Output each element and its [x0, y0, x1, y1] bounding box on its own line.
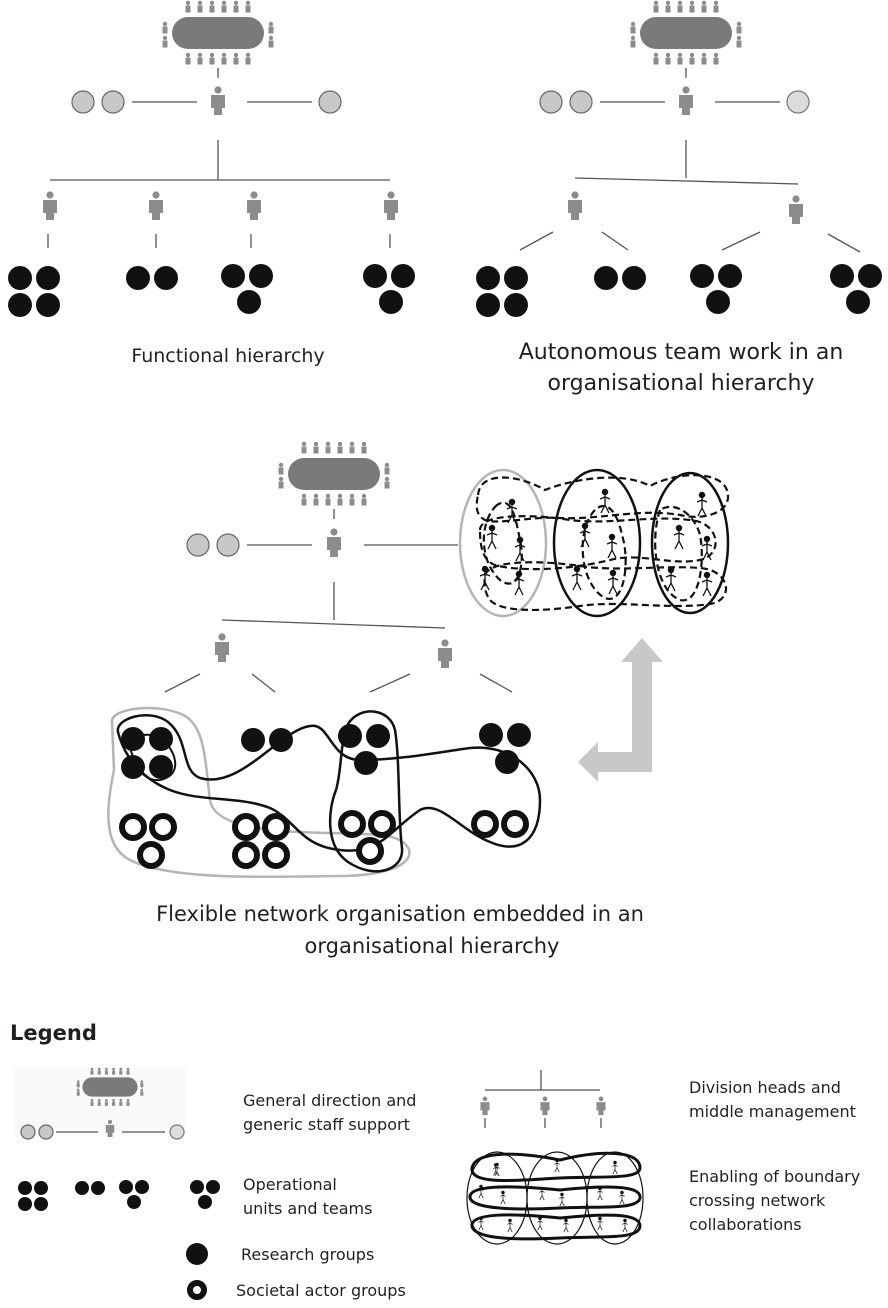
division-head-icon — [149, 191, 163, 220]
division-head-icon — [384, 191, 398, 220]
staff-circle-icon — [318, 90, 342, 114]
boundary-crossing-network — [458, 468, 730, 618]
flexible-caption-line2: organisational hierarchy — [305, 934, 560, 958]
societal-actor-groups-cluster — [119, 810, 529, 869]
legend-division-heads-icon — [480, 1070, 606, 1128]
stick-figure-icon — [673, 524, 685, 550]
legend-operational-line1: Operational — [243, 1175, 337, 1194]
legend: Legend General direction and generic sta… — [10, 1021, 860, 1300]
flexible-caption-line1: Flexible network organisation embedded i… — [156, 902, 644, 926]
autonomous-caption-line2: organisational hierarchy — [547, 371, 814, 396]
legend-general-direction-icon — [14, 1067, 186, 1140]
staff-circle-icon — [71, 90, 95, 114]
legend-research-label: Research groups — [241, 1245, 374, 1264]
division-head-icon — [215, 633, 229, 662]
network-outline-black — [328, 710, 404, 873]
legend-enabling-line2: crossing network — [689, 1191, 826, 1210]
division-head-icon — [568, 191, 582, 220]
arrow-icon — [578, 638, 663, 782]
stick-figure-icon — [607, 569, 619, 595]
legend-network-icon — [466, 1151, 644, 1245]
stick-figure-icon — [486, 524, 498, 550]
stick-figure-icon — [571, 565, 583, 591]
flexible-network-organisation: Flexible network organisation embedded i… — [107, 441, 730, 958]
division-head-icon — [43, 191, 57, 220]
legend-division-line2: middle management — [689, 1102, 856, 1121]
legend-enabling-line1: Enabling of boundary — [689, 1167, 860, 1186]
research-groups-cluster — [121, 723, 531, 779]
director-person-icon — [211, 86, 225, 115]
autonomous-caption-line1: Autonomous team work in an — [519, 340, 844, 365]
staff-circle-icon — [216, 533, 240, 557]
research-groups-cluster — [476, 264, 882, 317]
staff-circle-icon — [786, 90, 810, 114]
staff-circle-icon — [569, 90, 593, 114]
stick-figure-icon — [665, 566, 677, 592]
autonomous-team-work: Autonomous team work in an organisationa… — [476, 0, 882, 396]
network-outline-black — [116, 714, 542, 852]
stick-figure-icon — [513, 570, 525, 596]
stick-figure-icon — [701, 571, 713, 597]
legend-division-line1: Division heads and — [689, 1078, 841, 1097]
legend-title: Legend — [10, 1021, 97, 1045]
functional-hierarchy: Functional hierarchy — [8, 0, 415, 367]
staff-circle-icon — [101, 90, 125, 114]
stick-figure-icon — [599, 488, 611, 514]
functional-hierarchy-caption: Functional hierarchy — [131, 345, 324, 367]
director-person-icon — [327, 528, 341, 557]
network-outline-grey — [107, 706, 411, 879]
legend-enabling-line3: collaborations — [689, 1215, 802, 1234]
staff-circle-icon — [539, 90, 563, 114]
research-group-icon — [186, 1243, 208, 1265]
legend-operational-line2: units and teams — [243, 1199, 372, 1218]
legend-general-line1: General direction and — [243, 1091, 416, 1110]
stick-figure-icon — [579, 522, 591, 548]
stick-figure-icon — [606, 533, 618, 559]
division-head-icon — [438, 639, 452, 668]
division-head-icon — [247, 191, 261, 220]
societal-actor-icon — [187, 1280, 207, 1300]
legend-general-line2: generic staff support — [243, 1115, 410, 1134]
legend-societal-label: Societal actor groups — [236, 1281, 406, 1300]
staff-circle-icon — [186, 533, 210, 557]
division-head-icon — [789, 195, 803, 224]
stick-figure-icon — [514, 536, 526, 562]
director-person-icon — [679, 86, 693, 115]
boardroom-icon — [278, 441, 390, 506]
research-groups-cluster — [8, 264, 415, 317]
legend-operational-units-icon — [18, 1180, 220, 1211]
boardroom-icon — [630, 0, 742, 65]
boardroom-icon — [162, 0, 274, 65]
stick-figure-icon — [696, 491, 708, 517]
